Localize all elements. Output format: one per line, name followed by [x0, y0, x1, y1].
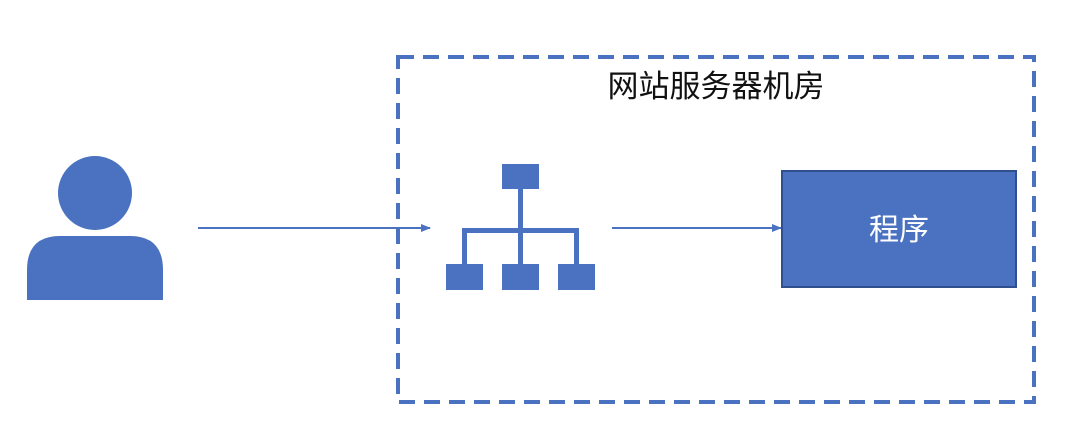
- program-box: [781, 170, 1017, 288]
- program-label: 程序: [869, 213, 929, 248]
- network-hierarchy-icon: [446, 164, 595, 290]
- user-icon: [27, 156, 163, 300]
- server-room-label: 网站服务器机房: [608, 69, 825, 105]
- server-room-container: [396, 55, 1036, 404]
